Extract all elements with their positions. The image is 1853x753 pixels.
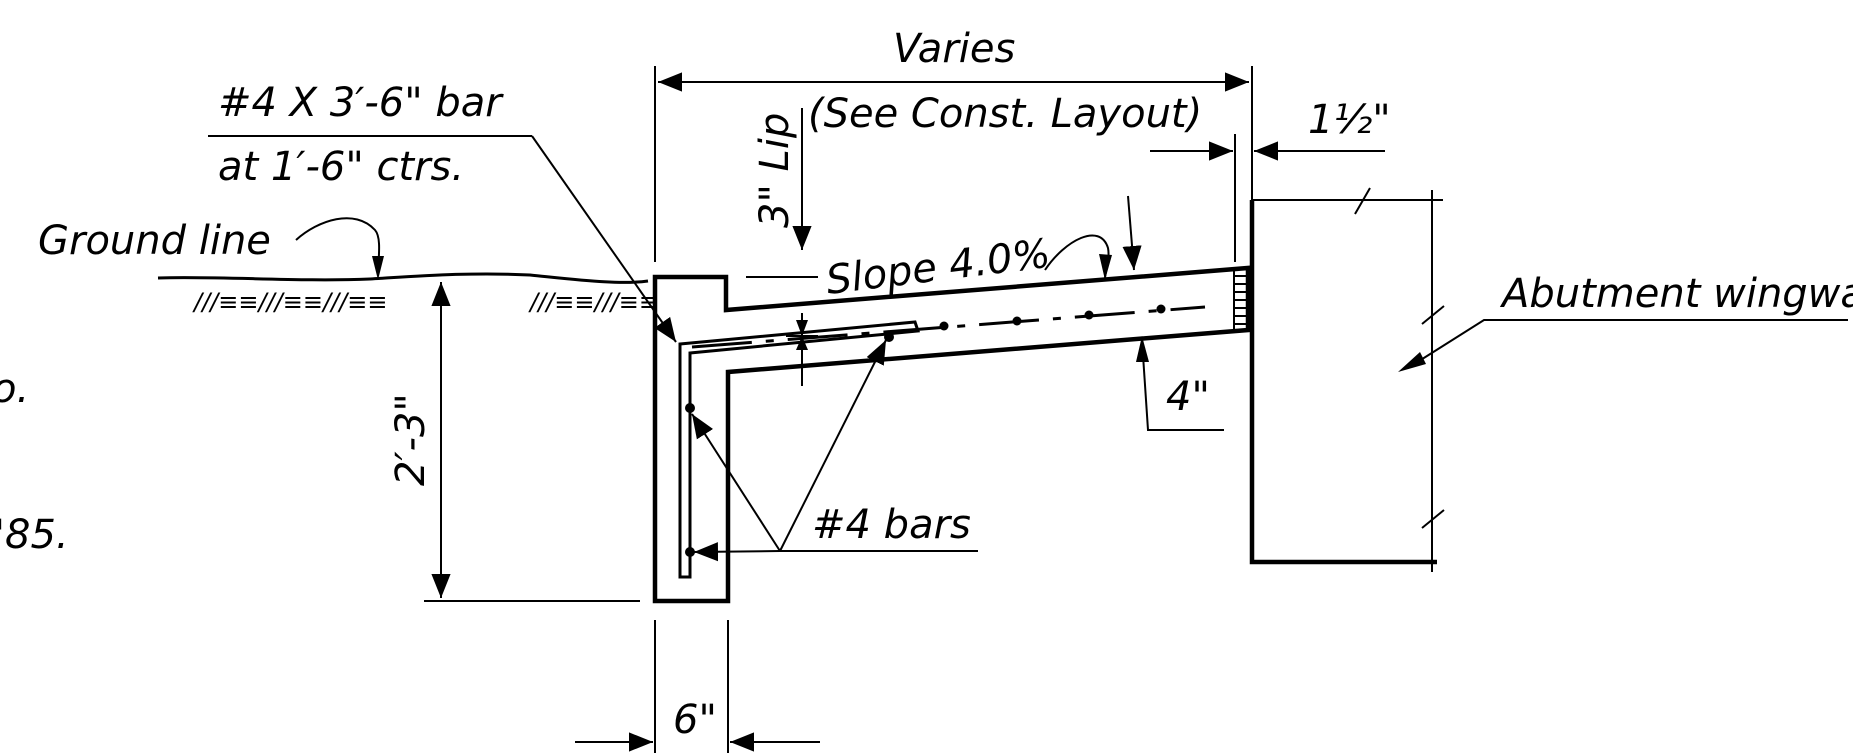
bars-leader-3 — [693, 542, 781, 562]
slope-leader — [1044, 234, 1110, 279]
thickness-leader — [1141, 339, 1224, 431]
bar-dot — [939, 321, 949, 331]
slope-leader-head — [1099, 254, 1112, 280]
see-layout-label: (See Const. Layout) — [808, 91, 1202, 137]
ground-line — [157, 272, 649, 284]
abutment-leader-line — [1407, 319, 1848, 369]
soil-hatch-right: ///≡≡///≡≡ — [528, 288, 659, 316]
lip-thick-arrows — [796, 320, 808, 350]
joint-hatch — [1234, 275, 1248, 325]
height-label: 2′-3" — [388, 393, 434, 486]
bar-dot — [1156, 304, 1166, 314]
bar-spec-label-1: #4 X 3′-6" bar — [218, 80, 504, 126]
width-label: 6" — [673, 697, 717, 743]
bar-callout-leader — [531, 135, 677, 343]
ground-line-label: Ground line — [38, 218, 271, 264]
thickness-leader-head — [1136, 336, 1149, 362]
rebar-centerline — [691, 305, 1206, 349]
abutment-label: Abutment wingwall — [1499, 271, 1853, 317]
rebar — [678, 320, 921, 579]
thickness-label: 4" — [1166, 374, 1210, 420]
abutment-leader-head — [1398, 352, 1426, 372]
bars-label: #4 bars — [812, 502, 971, 548]
abutment-wall — [1249, 200, 1437, 565]
soil-hatch-left: ///≡≡///≡≡///≡≡ — [192, 288, 387, 316]
cut-text-1: o. — [0, 366, 29, 412]
bars-leader-1 — [691, 413, 781, 552]
bar-dot — [884, 332, 894, 342]
gap-label: 1½" — [1308, 97, 1391, 143]
bars-leader-2 — [779, 339, 887, 552]
bar-dot — [685, 547, 695, 557]
slope-arrow — [1122, 195, 1142, 271]
bar-dot — [1084, 310, 1094, 320]
bar-dot — [685, 403, 695, 413]
cut-text-2: '85. — [0, 512, 69, 558]
bar-dot — [1012, 316, 1022, 326]
break-ticks — [1354, 187, 1445, 529]
ground-leader-head — [372, 256, 384, 280]
lip-label: 3" Lip — [752, 113, 798, 228]
ground-leader — [295, 217, 381, 277]
varies-label: Varies — [893, 26, 1015, 72]
width-ext-lines — [654, 620, 729, 753]
bar-spec-label-2: at 1′-6" ctrs. — [218, 144, 464, 190]
